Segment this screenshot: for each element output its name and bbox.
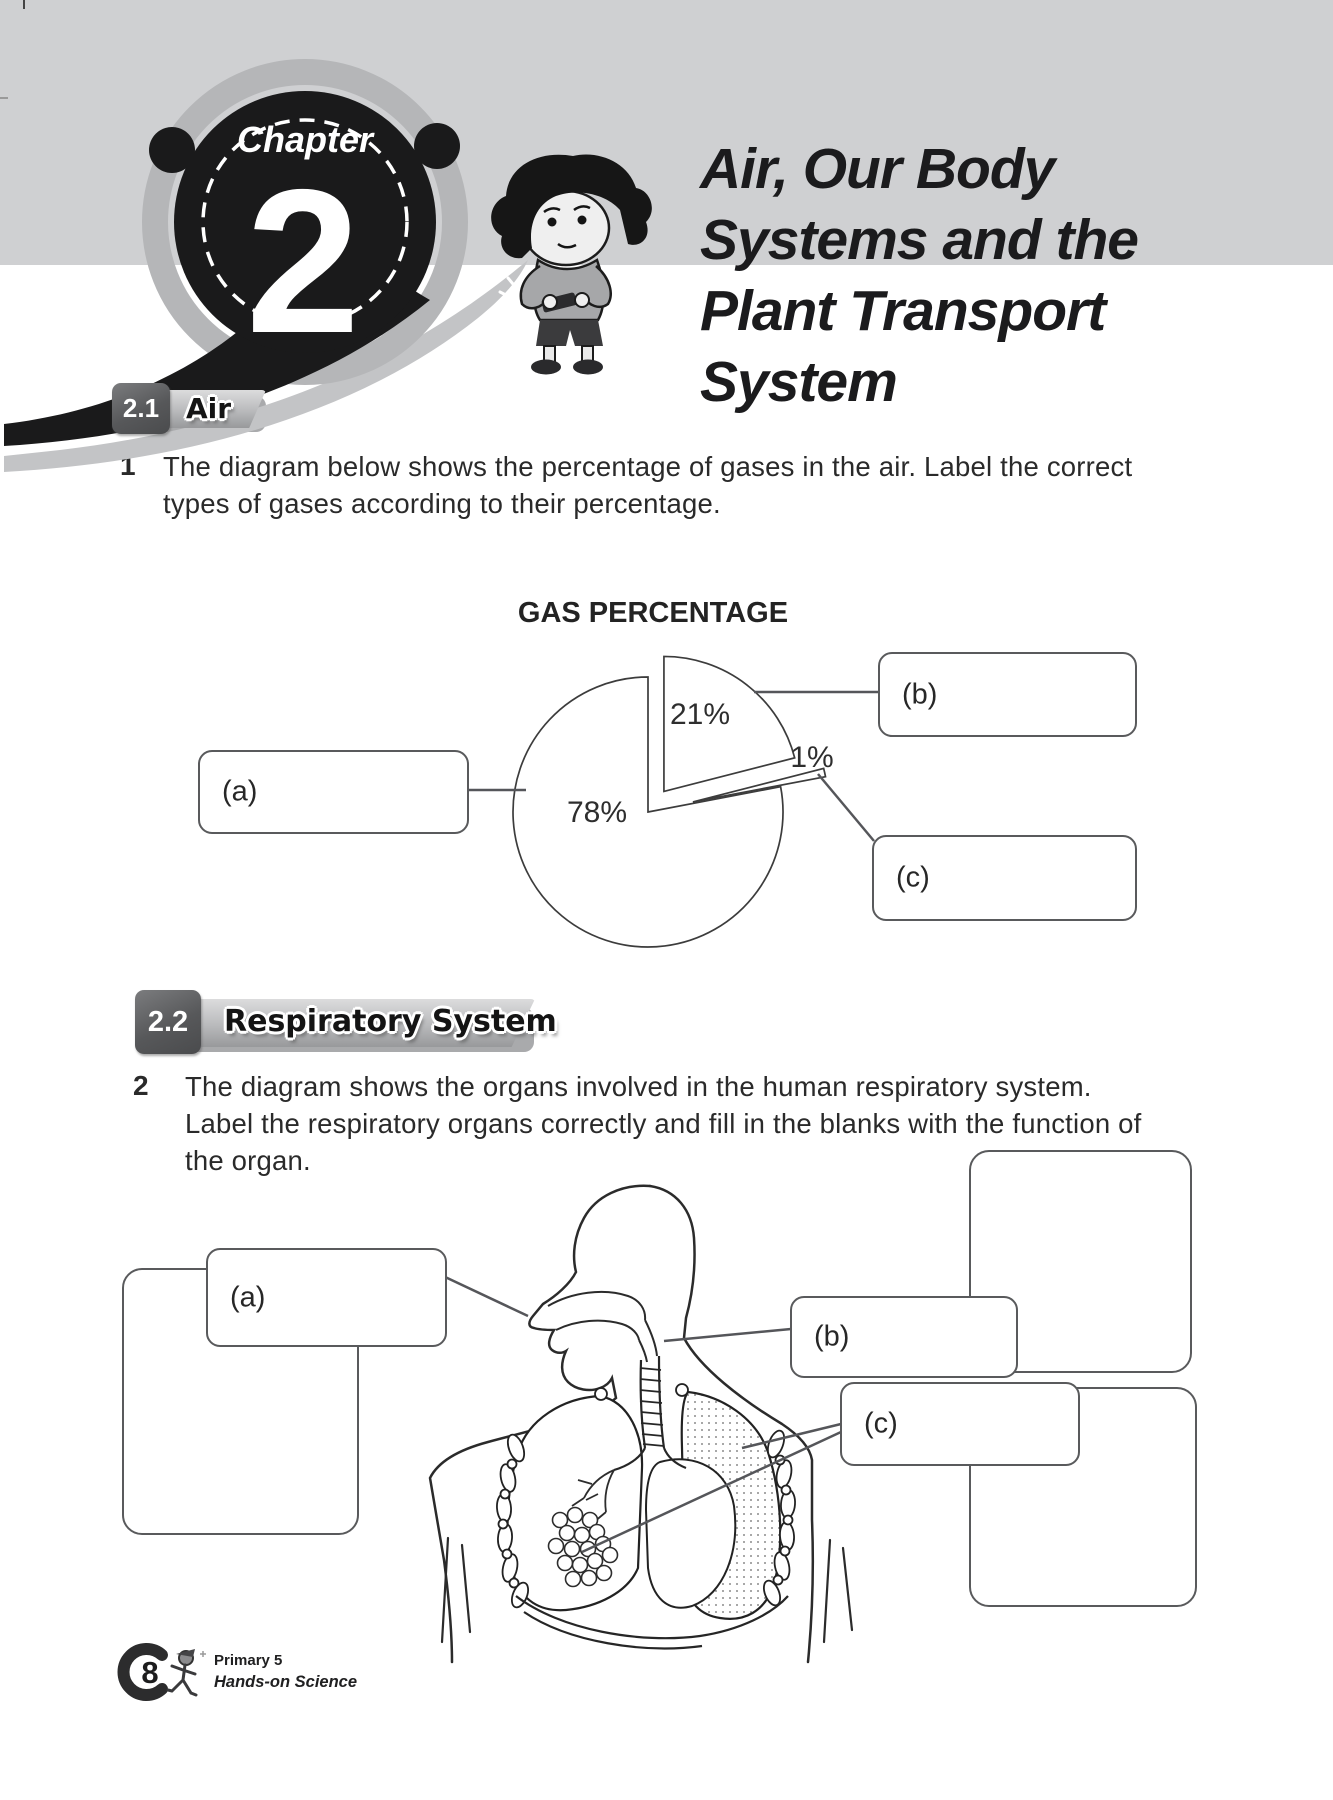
- bronchi: [571, 1469, 615, 1523]
- resp-callout-line-c: [581, 1430, 842, 1554]
- chapter-emblem: Chapter 2: [4, 59, 528, 472]
- answer-box-resp-c[interactable]: (c): [840, 1382, 1080, 1466]
- resp-callout-lines: [442, 1274, 842, 1554]
- section-number: 2.1: [122, 393, 160, 423]
- badge-banner-2-2: [175, 999, 535, 1047]
- answer-box-resp-b[interactable]: (b): [790, 1296, 1018, 1378]
- arm-lines-left: [440, 1536, 472, 1644]
- chapter-label: Chapter: [237, 119, 375, 160]
- runner-hat: [176, 1649, 195, 1657]
- arm-lines-right: [822, 1538, 854, 1644]
- pie-slice: [692, 767, 827, 803]
- emblem-dot-right: [414, 123, 460, 169]
- chapter-title: Air, Our Body Systems and the Plant Tran…: [700, 134, 1200, 418]
- box-label: (a): [230, 1281, 266, 1313]
- pie-slices: 21% 1% 78%: [512, 655, 834, 948]
- boy-shorts: [536, 320, 603, 346]
- resp-callout-line-b: [663, 1327, 792, 1343]
- answer-box-resp-a[interactable]: (a): [206, 1248, 447, 1347]
- boy-eye: [577, 215, 587, 225]
- box-label: (c): [896, 861, 930, 894]
- pie-title: GAS PERCENTAGE: [518, 597, 788, 629]
- question-2: The diagram shows the organs involved in…: [185, 1068, 1245, 1179]
- resp-callout-line-a: [442, 1274, 529, 1318]
- boy-hand: [574, 292, 590, 308]
- runner-mascot: [166, 1649, 206, 1697]
- pie-slice: [663, 655, 796, 793]
- boy-eye: [547, 217, 557, 227]
- page-number: 8: [141, 1655, 158, 1690]
- boy-arm-left: [519, 264, 550, 310]
- ribs-left: [496, 1387, 608, 1609]
- title-line: Plant Transport: [700, 279, 1106, 343]
- page-number-arc: 8: [117, 1643, 168, 1701]
- boy-smile: [557, 242, 577, 249]
- answer-box-pie-b[interactable]: (b): [878, 652, 1137, 737]
- boy-illustration: [491, 154, 652, 375]
- question-number: 2: [133, 1070, 149, 1101]
- question-1: The diagram below shows the percentage o…: [163, 448, 1223, 522]
- boy-hand: [542, 294, 558, 310]
- respiratory-diagram-svg: [428, 1184, 854, 1664]
- diaphragm: [515, 1595, 789, 1650]
- crop-mark: [0, 97, 8, 99]
- c-arc: [117, 1643, 168, 1701]
- title-line: System: [700, 350, 898, 414]
- answer-box-pie-a[interactable]: (a): [198, 750, 469, 834]
- pie-slice-label: 21%: [670, 698, 730, 731]
- body-outline: [428, 1184, 854, 1664]
- boy-eyebrows: [543, 205, 591, 214]
- question-line: Label the respiratory organs correctly a…: [185, 1108, 1142, 1139]
- nasal-cavity: [547, 1290, 658, 1363]
- emblem-dot-left: [149, 127, 195, 173]
- trachea: [613, 1355, 687, 1472]
- box-label: (b): [902, 678, 938, 710]
- pie-slice-label: 78%: [567, 796, 627, 829]
- question-line: The diagram below shows the percentage o…: [163, 451, 1133, 482]
- title-line: Air, Our Body: [700, 137, 1055, 201]
- boy-shoe: [531, 359, 561, 375]
- section-number: 2.2: [147, 1005, 189, 1038]
- emblem-circle: [174, 91, 436, 353]
- box-label: (b): [814, 1320, 850, 1353]
- pie-chart-svg: GAS PERCENTAGE 21% 1% 78%: [467, 597, 879, 948]
- boy-hair: [491, 154, 652, 259]
- crop-mark: [23, 0, 25, 9]
- box-label: (a): [222, 775, 258, 808]
- section-badge-2-2: 2.2: [135, 990, 201, 1054]
- heart: [644, 1458, 737, 1609]
- section-title-respiratory: Respiratory System: [224, 1004, 557, 1039]
- pie-slice: [512, 676, 784, 948]
- emblem-dashed-ring: [201, 118, 409, 326]
- chapter-number: 2: [246, 147, 360, 376]
- section-title-air: Air: [186, 392, 232, 425]
- resp-callout-line-c: [741, 1422, 842, 1450]
- callout-line-c: [817, 773, 875, 842]
- title-line: Systems and the: [700, 208, 1139, 272]
- runner-body: [166, 1663, 198, 1697]
- question-line: the organ.: [185, 1145, 311, 1176]
- question-line: types of gases according to their percen…: [163, 488, 721, 519]
- footer-book-title: Hands-on Science: [214, 1673, 358, 1691]
- footer-series: Primary 5: [214, 1652, 283, 1669]
- boy-shoe: [573, 359, 603, 375]
- box-label: (c): [864, 1407, 898, 1440]
- emblem-swoosh-grey: [4, 260, 528, 472]
- section-badge-2-1: 2.1: [112, 383, 170, 434]
- sparkle-lines: [498, 276, 520, 300]
- sparkle: [200, 1651, 206, 1657]
- answer-box-pie-c[interactable]: (c): [872, 835, 1137, 921]
- pie-slice-label: 1%: [790, 741, 833, 774]
- question-line: The diagram shows the organs involved in…: [185, 1071, 1092, 1102]
